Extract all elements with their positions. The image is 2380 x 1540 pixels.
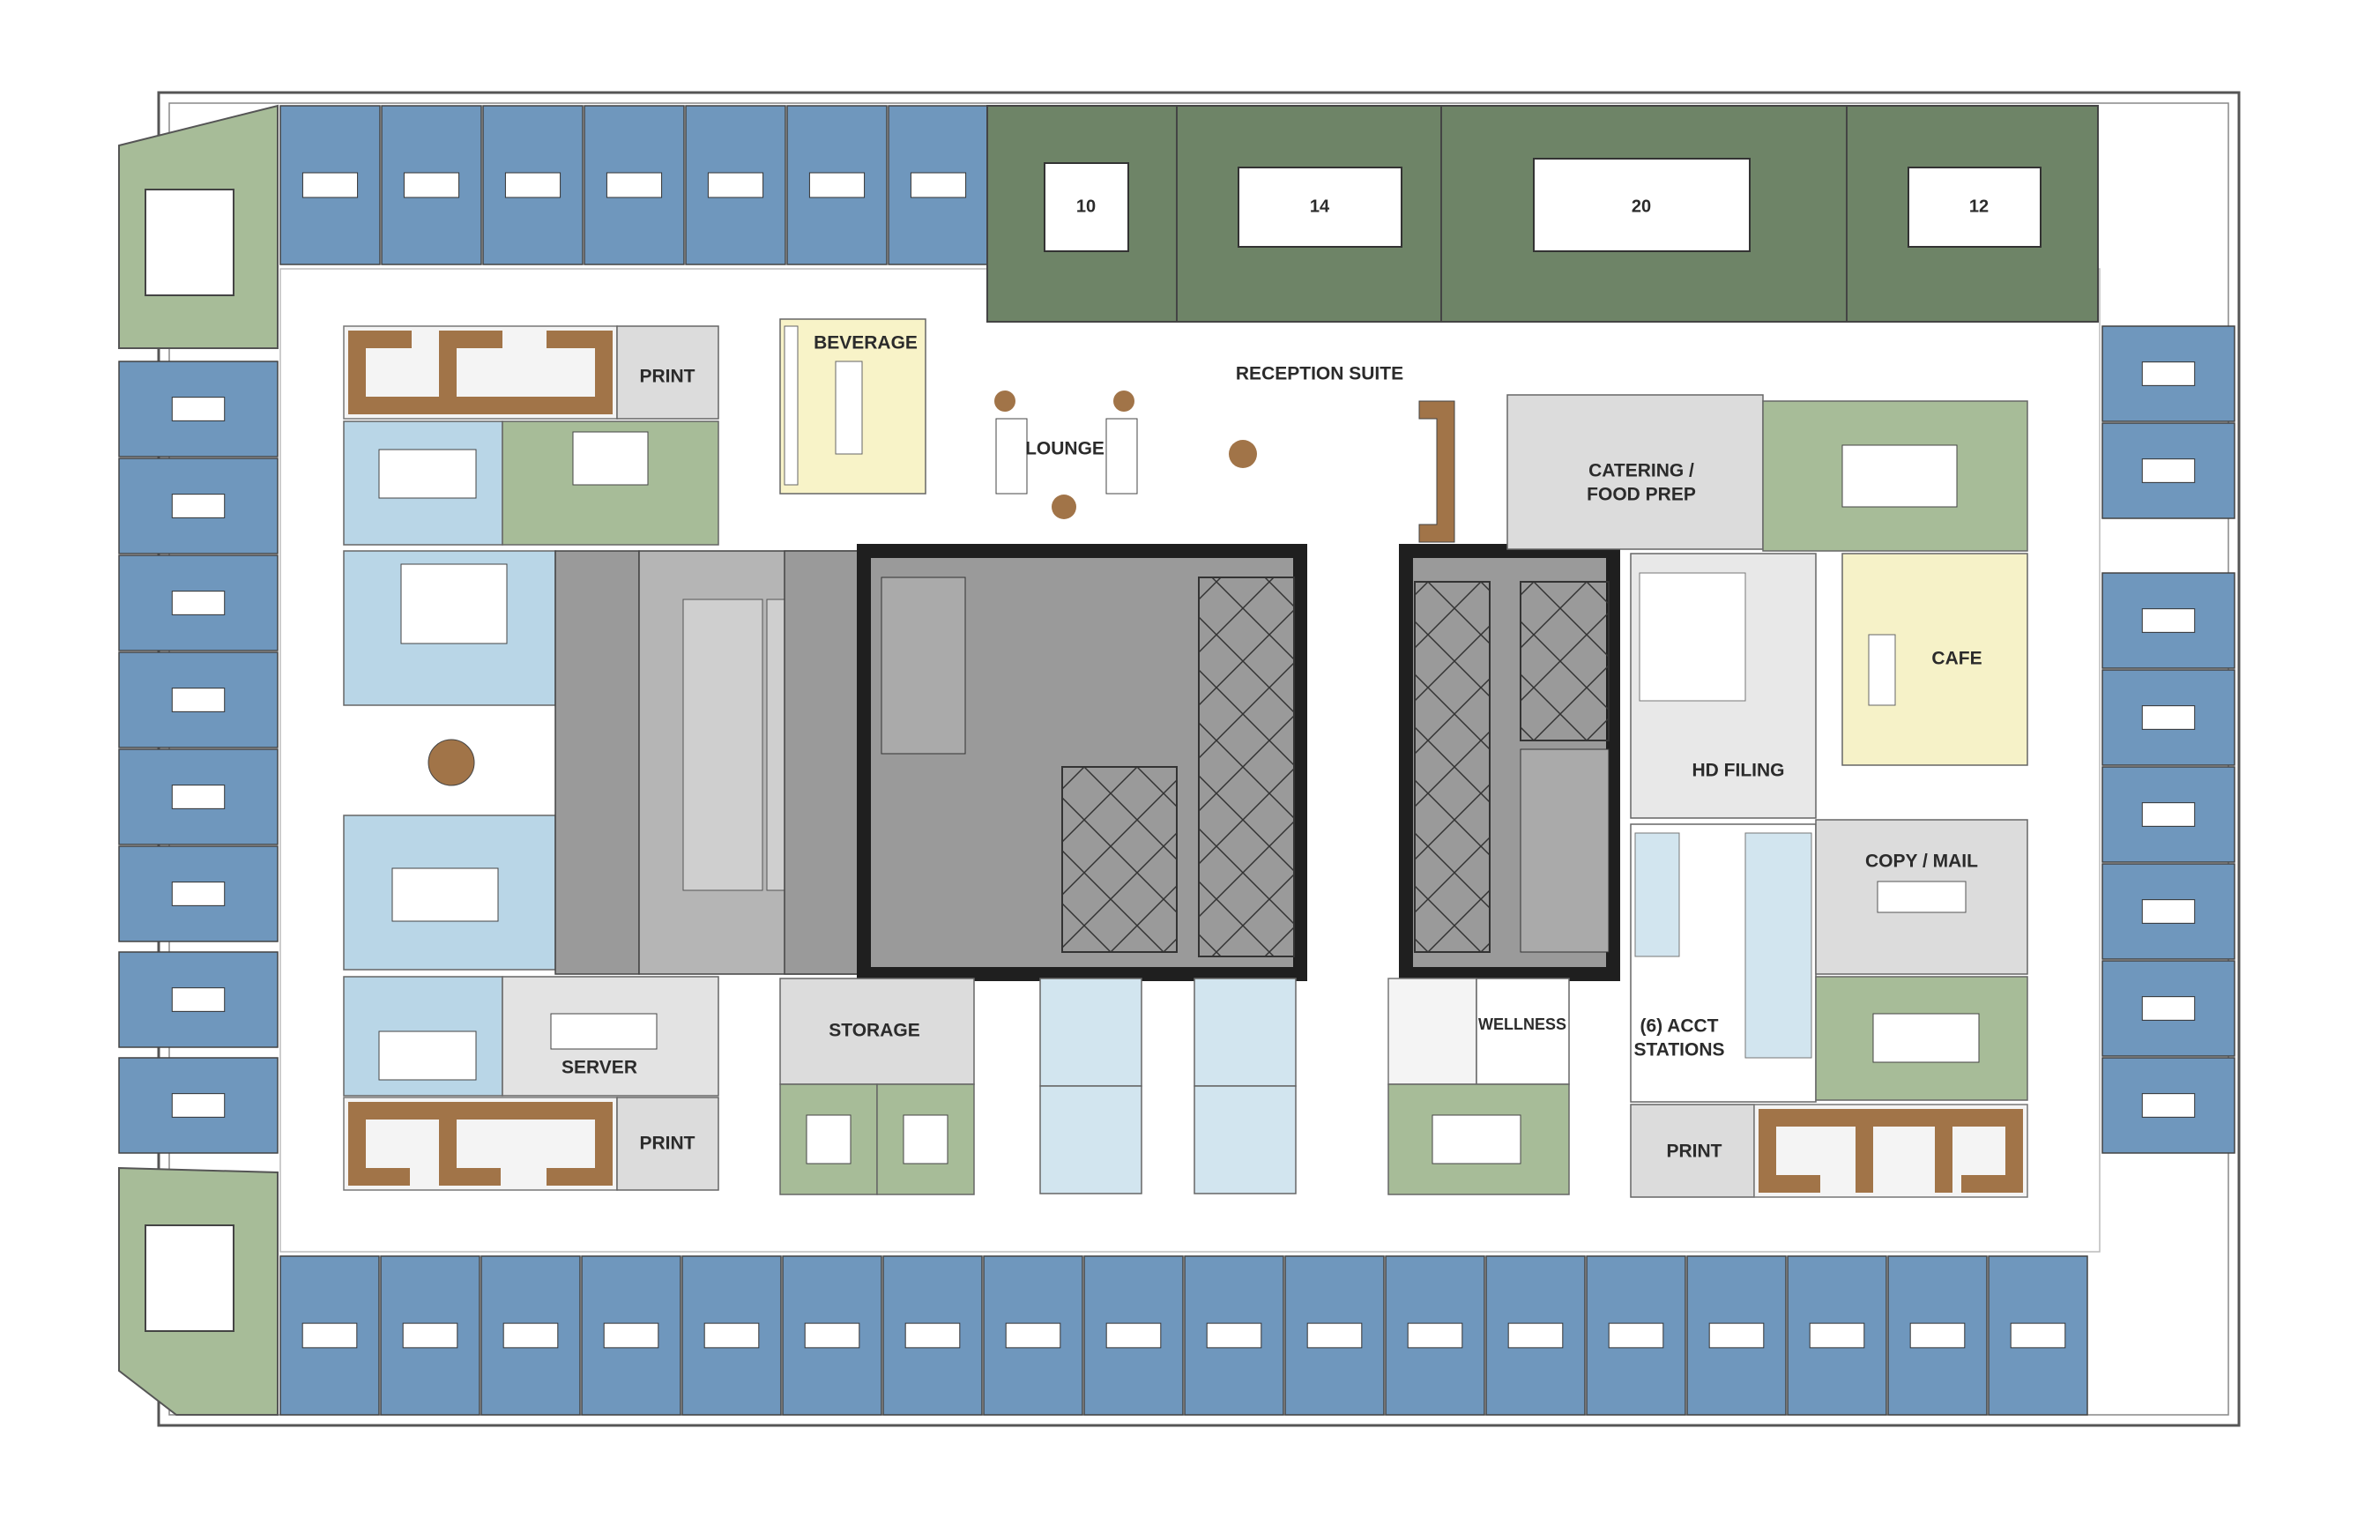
print-bottom-right-label: PRINT [1667, 1142, 1722, 1162]
desk [904, 1322, 961, 1349]
desk [301, 172, 359, 198]
desk [403, 172, 460, 198]
acct-stations-line1: (6) ACCT [1640, 1016, 1718, 1037]
copy-mail-label: COPY / MAIL [1865, 852, 1978, 872]
desk [402, 1322, 458, 1349]
desk [1809, 1322, 1865, 1349]
desk [1708, 1322, 1765, 1349]
boardroom-10-label: 10 [1076, 197, 1096, 216]
storage-label: STORAGE [829, 1021, 919, 1041]
office-left-1 [118, 361, 279, 458]
elevator-bank-right [1414, 581, 1491, 953]
office-light-center-4 [1194, 1085, 1297, 1194]
desk [2010, 1322, 2066, 1349]
bottom-perimeter-offices [279, 1255, 2088, 1416]
desk [2141, 1093, 2196, 1118]
beverage-label: BEVERAGE [814, 333, 918, 353]
desk [2141, 996, 2196, 1021]
desk [804, 1322, 860, 1349]
desk [910, 172, 967, 198]
desk [171, 785, 226, 809]
reception-suite-label: RECEPTION SUITE [1236, 364, 1403, 384]
desk [2141, 899, 2196, 924]
desk [1507, 1322, 1564, 1349]
desk [1206, 1322, 1262, 1349]
print-top-label: PRINT [640, 367, 695, 387]
hd-filing-label: HD FILING [1692, 761, 1785, 781]
corner-meeting-rooms [118, 104, 279, 1416]
desk [301, 1322, 358, 1349]
left-perimeter-offices [118, 361, 279, 1154]
desk [2141, 608, 2196, 633]
top-perimeter-offices [279, 105, 989, 265]
desk [171, 688, 226, 712]
reception-area: BEVERAGE RECEPTION SUITE LOUNGE [779, 318, 1455, 543]
left-interior: PRINT SERVER PRINT [343, 325, 719, 1191]
right-interior: CATERING / FOOD PREP HD FILING CAFE (6) … [1506, 394, 2028, 1198]
desk [606, 172, 663, 198]
desk [502, 1322, 559, 1349]
desk [2141, 458, 2196, 483]
catering-line2: FOOD PREP [1587, 485, 1696, 505]
desk [808, 172, 866, 198]
office-bottom-16 [1787, 1255, 1887, 1416]
desk [603, 1322, 659, 1349]
desk [171, 987, 226, 1012]
desk [1306, 1322, 1363, 1349]
desk [707, 172, 764, 198]
office-light-center-2 [1039, 1085, 1142, 1194]
wellness-label: WELLNESS [1478, 1016, 1566, 1033]
desk [171, 591, 226, 615]
print-room-bottom-left [616, 1097, 719, 1191]
desk [171, 397, 226, 421]
lower-center-rooms: STORAGE WELLNESS [779, 978, 1570, 1195]
desk [2141, 802, 2196, 827]
desk [171, 882, 226, 906]
elevator-bank-left [1198, 577, 1295, 957]
acct-stations-line2: STATIONS [1633, 1040, 1724, 1060]
desk [504, 172, 562, 198]
desk [703, 1322, 760, 1349]
desk [171, 494, 226, 518]
wellness-room [1476, 978, 1570, 1085]
right-perimeter-offices [2101, 325, 2235, 1154]
desk [1407, 1322, 1463, 1349]
desk [2141, 361, 2196, 386]
catering-line1: CATERING / [1588, 461, 1694, 481]
boardrooms: 10 14 20 12 [986, 105, 2099, 323]
boardroom-14-label: 14 [1310, 197, 1330, 216]
server-label: SERVER [562, 1058, 637, 1078]
boardroom-20-label: 20 [1632, 197, 1651, 216]
office-right-7 [2101, 960, 2235, 1057]
lounge-label: LOUNGE [1025, 439, 1104, 459]
desk [171, 1093, 226, 1118]
storage-room [779, 978, 975, 1085]
catering-room [1506, 394, 1764, 550]
desk [1608, 1322, 1664, 1349]
desk [2141, 705, 2196, 730]
desk [1909, 1322, 1966, 1349]
print-bottom-left-label: PRINT [640, 1134, 695, 1154]
office-light-center-1 [1039, 978, 1142, 1087]
cafe-label: CAFE [1931, 649, 1982, 669]
office-right-4 [2101, 669, 2235, 766]
boardroom-12-label: 12 [1969, 197, 1989, 216]
office-light-center-3 [1194, 978, 1297, 1087]
desk [1105, 1322, 1162, 1349]
desk [1005, 1322, 1061, 1349]
print-room-top [616, 325, 719, 420]
building-core [554, 544, 1620, 981]
